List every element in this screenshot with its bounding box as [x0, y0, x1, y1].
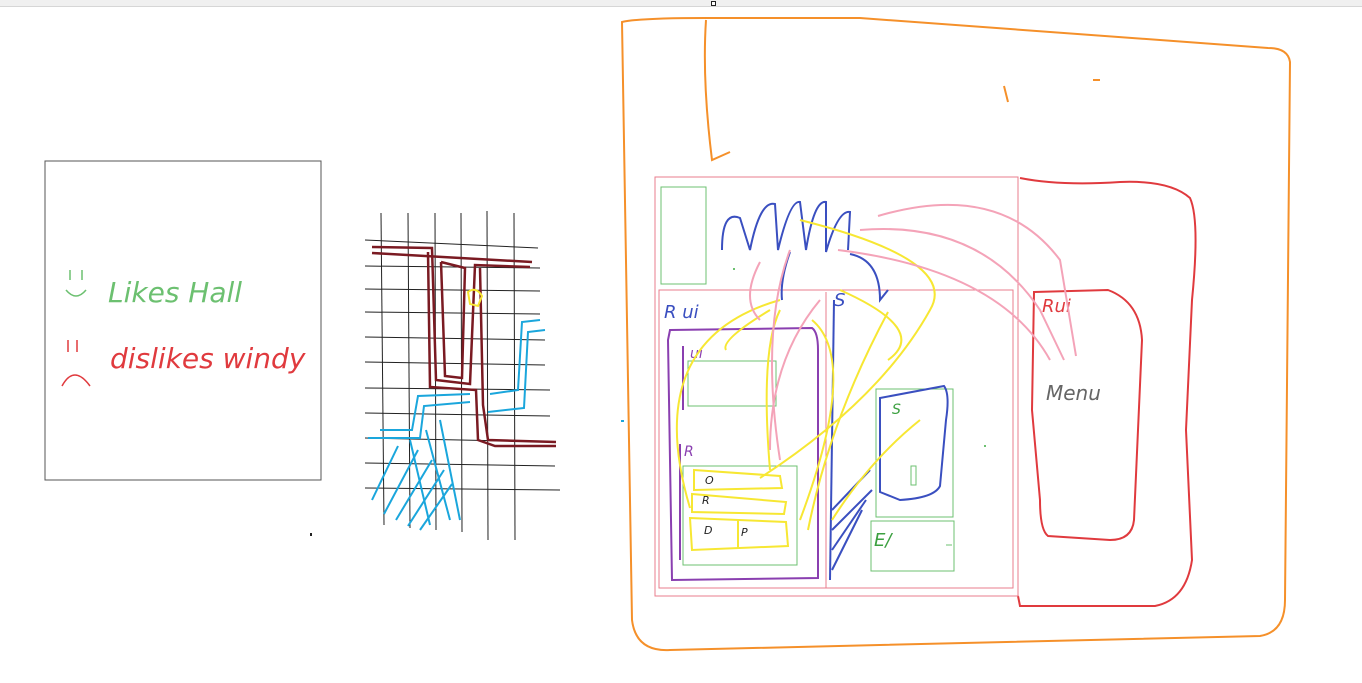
e-label: E/ [874, 530, 893, 551]
resize-handle[interactable] [711, 1, 716, 6]
grid-map-sketch [364, 210, 624, 541]
o-label: O [705, 474, 714, 487]
red-outer-loop [1017, 177, 1197, 607]
e-box [870, 520, 955, 572]
ui-box [687, 360, 777, 407]
smiley-face-icon [65, 270, 87, 297]
grid-lines [364, 210, 561, 541]
maroon-route [371, 245, 557, 448]
sad-face-icon [61, 340, 91, 387]
orange-outer-boundary [620, 17, 1292, 652]
menu-container [1030, 288, 1144, 542]
green-box-top-left [660, 186, 707, 285]
notes-panel: Likes Hall dislikes windy [44, 160, 322, 536]
orange-arrow [703, 19, 731, 162]
dislikes-text: dislikes windy [110, 342, 306, 375]
main-frame-inner [658, 289, 1014, 589]
yellow-marker [466, 288, 484, 308]
top-toolbar [0, 0, 1362, 7]
r-ui-right-label: Rui [1042, 296, 1071, 317]
d-label: D [704, 524, 712, 537]
yellow-subcomponents [675, 219, 936, 552]
cyan-river [368, 319, 546, 531]
p-label: P [741, 526, 748, 539]
r2-label: R [702, 494, 710, 507]
architecture-sketch: Rui Menu ui R [620, 17, 1292, 652]
menu-label: Menu [1046, 381, 1101, 405]
s-box [875, 388, 954, 518]
notes-panel-frame [44, 160, 322, 481]
main-frame-outer [654, 176, 1019, 597]
pink-connectors [749, 203, 1077, 461]
s2-label: S [892, 402, 901, 418]
s-label: S [834, 290, 845, 311]
r-box [682, 465, 798, 566]
r-ui-label: R ui [664, 302, 699, 323]
likes-text: Likes Hall [108, 276, 242, 309]
r-label: R [684, 444, 694, 460]
purple-r-ui-container [666, 326, 819, 582]
blue-scribbles [721, 201, 949, 581]
